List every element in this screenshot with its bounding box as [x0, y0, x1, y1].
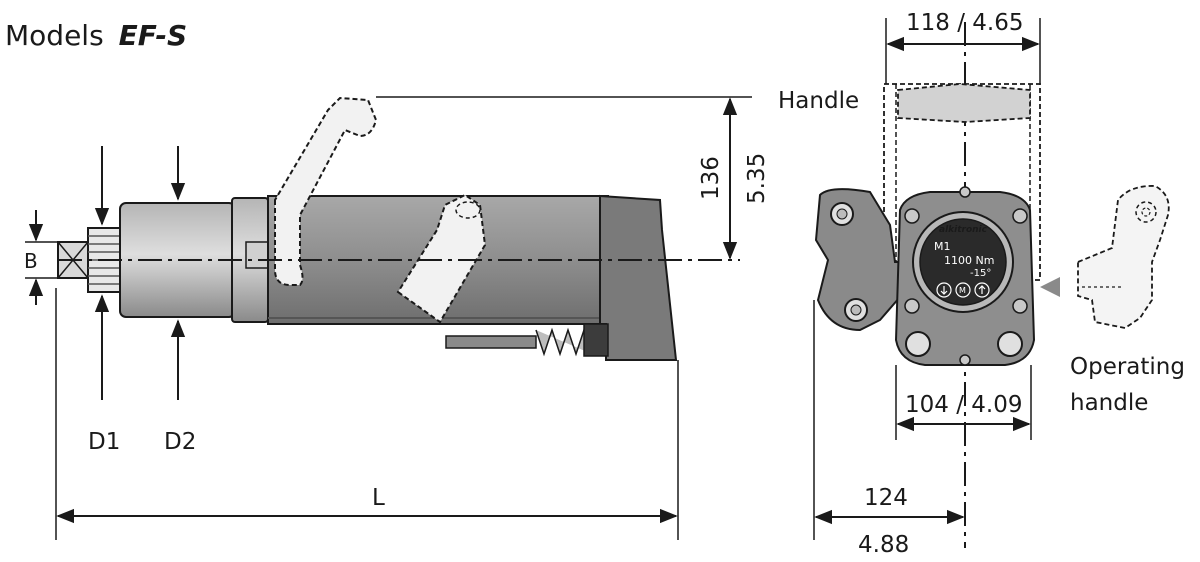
- cable-plug: [583, 323, 609, 357]
- label-offset-mm: 124: [864, 485, 908, 511]
- operating-handle-outline: [396, 193, 487, 324]
- power-cable: [445, 335, 537, 349]
- label-d1: D1: [88, 429, 120, 455]
- up-button-icon[interactable]: [974, 282, 990, 298]
- title-model: EF-S: [119, 19, 188, 52]
- svg-text:M: M: [959, 286, 966, 295]
- label-handle: Handle: [778, 88, 859, 114]
- mode-button-icon[interactable]: [955, 282, 971, 298]
- display-torque: 1100 Nm: [944, 254, 994, 267]
- down-button-icon[interactable]: [936, 282, 952, 298]
- label-operating-handle-2: handle: [1070, 390, 1148, 416]
- display-angle: -15°: [970, 268, 991, 279]
- display-brand: alkitronic: [939, 225, 988, 235]
- label-b: B: [24, 249, 38, 273]
- label-d2: D2: [164, 429, 196, 455]
- side-view: B D1 D2 L 136 5.35: [24, 96, 770, 540]
- title-prefix: Models: [5, 19, 104, 52]
- label-width-handle: 118 / 4.65: [906, 10, 1023, 36]
- page-title: Models EF-S: [5, 19, 187, 52]
- label-l: L: [372, 485, 385, 511]
- label-height-mm: 136: [698, 156, 724, 200]
- label-width-body: 104 / 4.09: [905, 392, 1022, 418]
- front-view: Handle 118 / 4.65 alkitronic M1 1100 Nm …: [778, 10, 1185, 558]
- handle-bar: [897, 83, 1031, 123]
- display-buttons: M: [936, 282, 990, 298]
- strain-relief-spring: [535, 327, 593, 357]
- insert-direction-arrow-icon: [1040, 277, 1060, 297]
- label-offset-in: 4.88: [858, 532, 909, 558]
- rear-housing: [599, 194, 678, 361]
- display-mode: M1: [934, 240, 951, 253]
- label-operating-handle-1: Operating: [1070, 354, 1185, 380]
- front-cylinder: [119, 202, 236, 318]
- reaction-handle-outline: [274, 96, 378, 286]
- label-height-in: 5.35: [744, 153, 770, 204]
